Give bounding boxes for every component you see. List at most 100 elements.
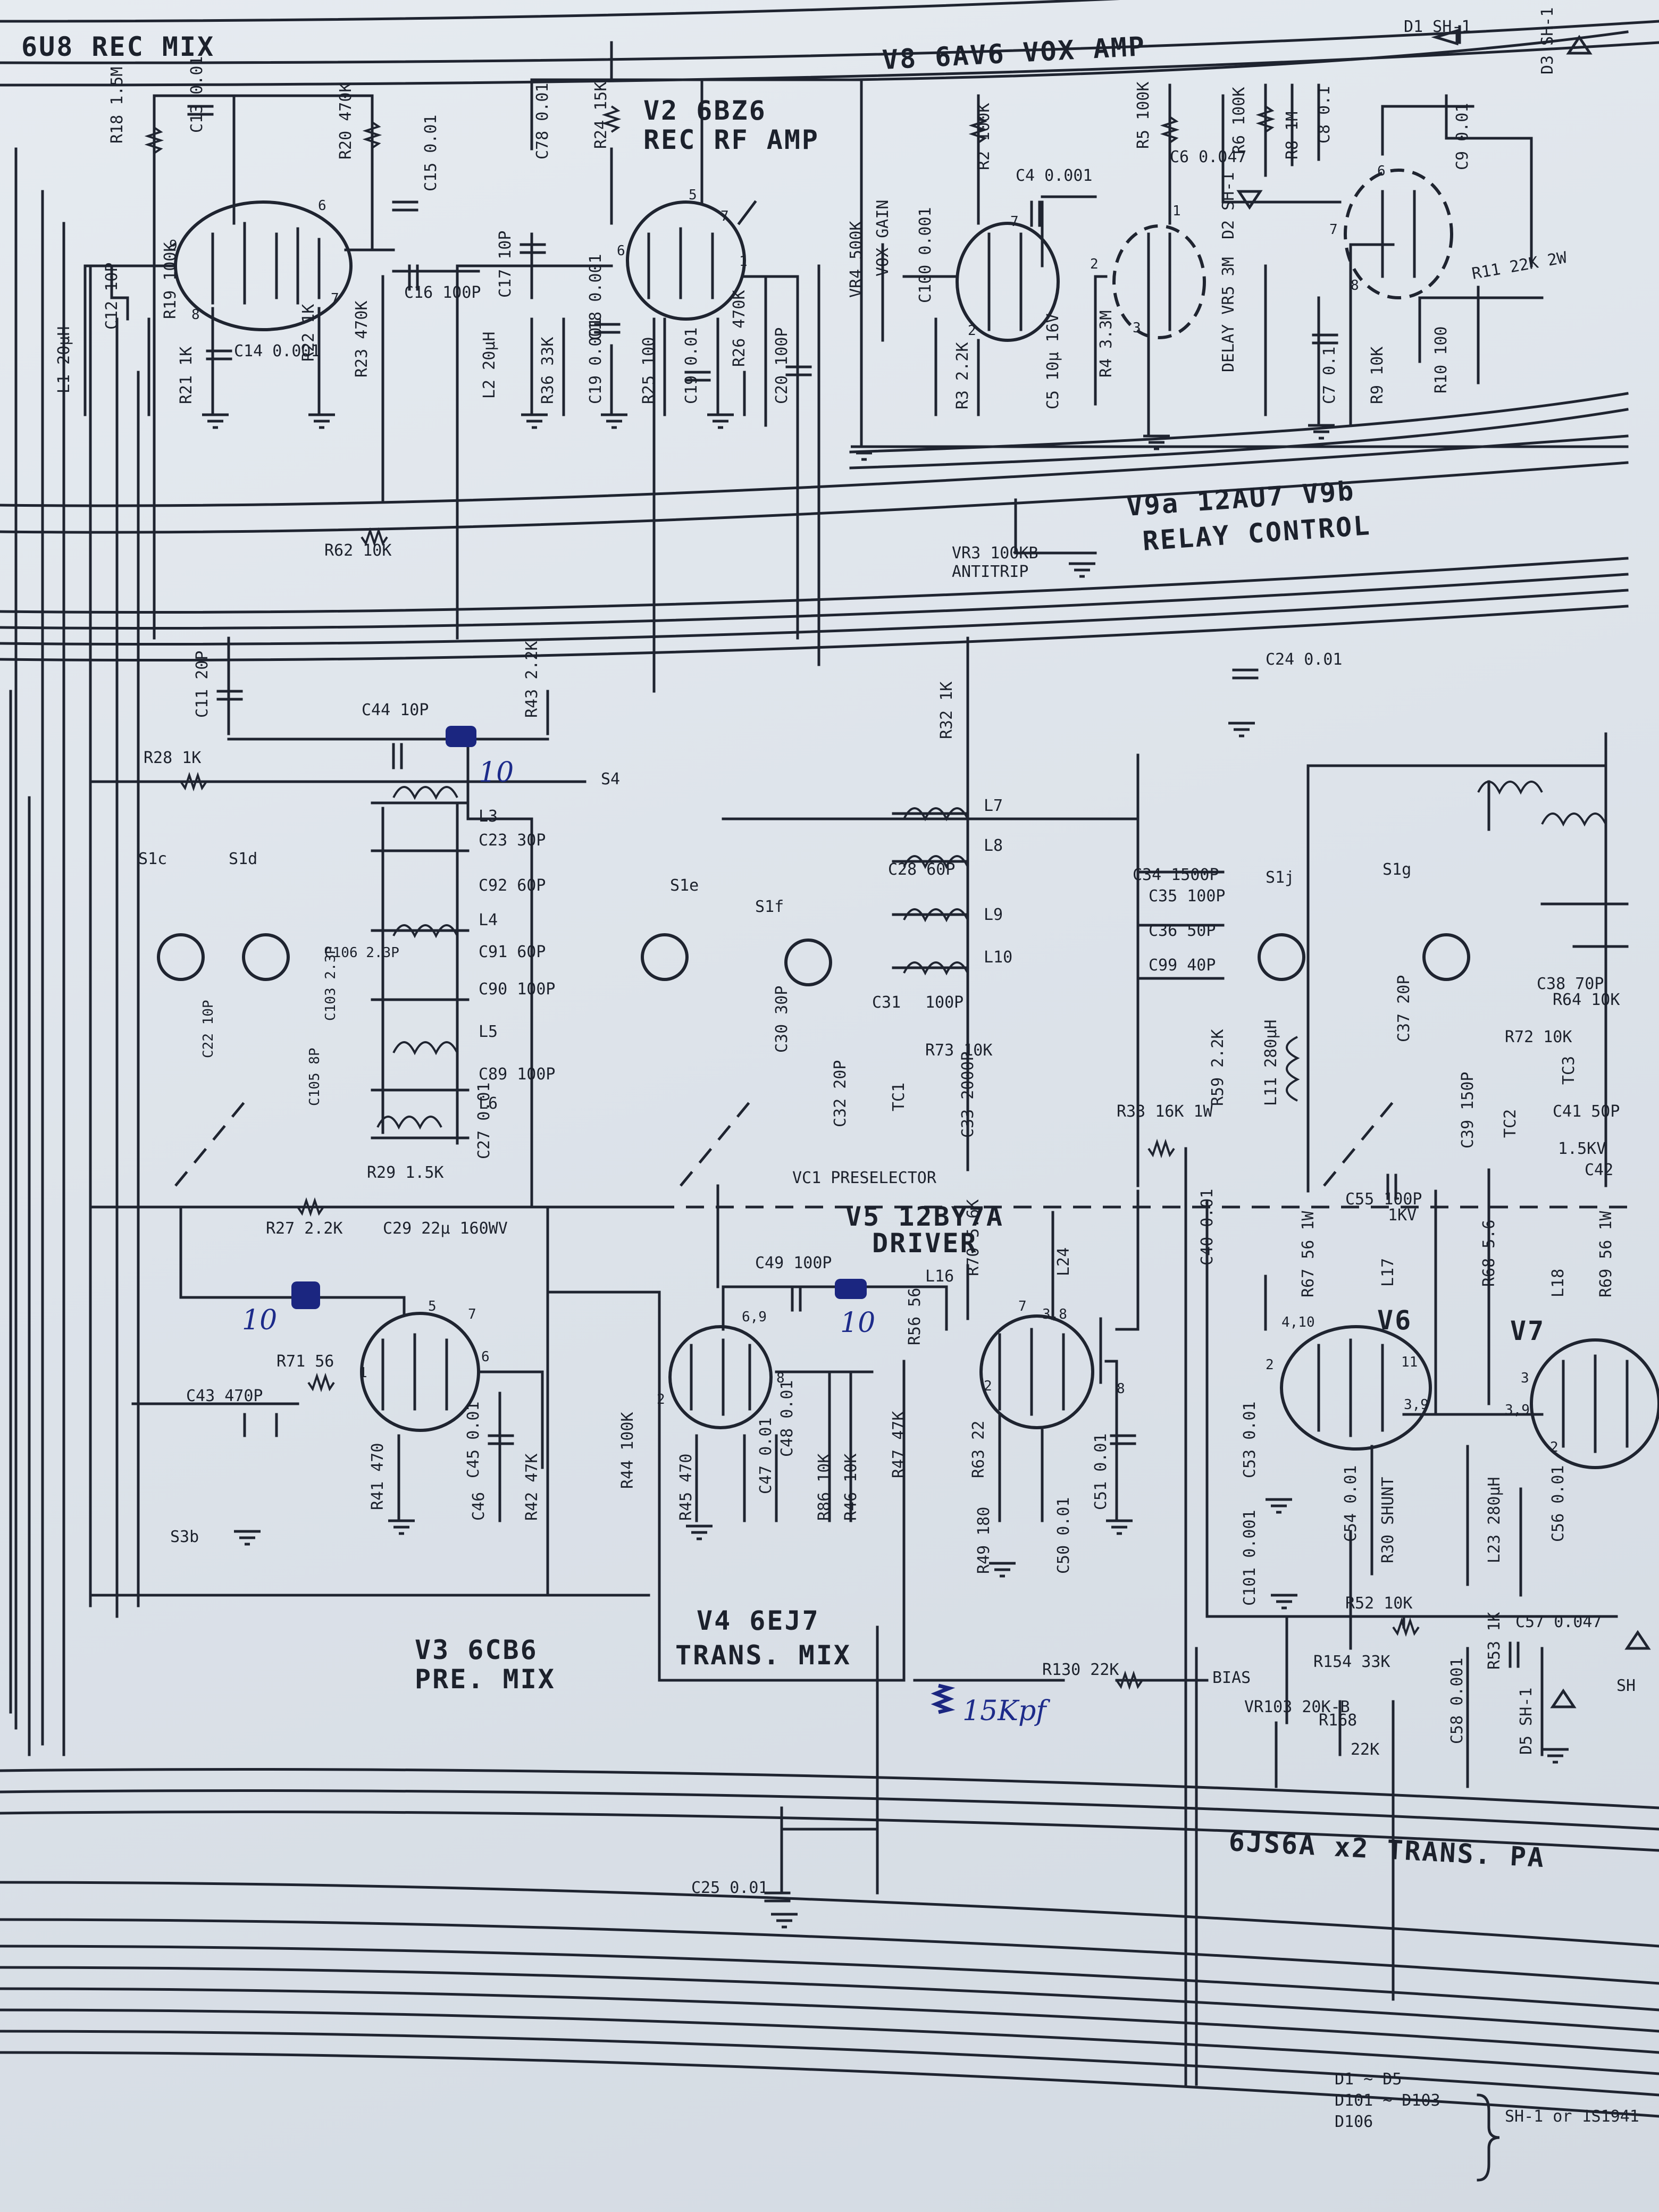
legend-brace-note: SH-1 or 1S1941: [1505, 2107, 1639, 2126]
label-l16: L16: [925, 1267, 954, 1286]
label-r36: R36 33K: [539, 337, 557, 404]
label-r21: R21 1K: [177, 347, 196, 404]
pin-v9b-7: 7: [1329, 222, 1338, 238]
label-c8: C8 0.1: [1315, 86, 1334, 144]
pin-v2-5: 5: [689, 187, 697, 203]
label-c41v: 1.5KV: [1558, 1139, 1606, 1158]
pin-v2-7: 7: [720, 208, 729, 224]
pin-v3-1: 1: [359, 1365, 367, 1381]
v3-tube-symbol: [360, 1312, 480, 1432]
pin-v1-8: 8: [191, 307, 200, 323]
label-v7: V7: [1510, 1316, 1545, 1346]
label-s1d: S1d: [229, 850, 257, 868]
pin-v8-2: 2: [968, 323, 976, 339]
label-l7: L7: [984, 797, 1003, 815]
label-trans-mix: TRANS. MIX: [675, 1640, 851, 1671]
label-l24: L24: [1054, 1247, 1073, 1276]
label-r8: R8 1M: [1283, 112, 1302, 160]
label-rec-mix: 6U8 REC MIX: [21, 31, 215, 62]
label-preselector: VC1 PRESELECTOR: [792, 1169, 937, 1187]
label-r20: R20 470K: [337, 83, 355, 160]
pin-v1-6: 6: [318, 198, 326, 214]
label-r71: R71 56: [276, 1352, 334, 1371]
label-r2: R2 100K: [975, 103, 993, 170]
label-c14: C14 0.001: [234, 342, 321, 361]
label-c36: C36 50P: [1149, 921, 1216, 940]
legend-line-3: D106: [1335, 2113, 1373, 2131]
label-r154: R154 33K: [1313, 1653, 1390, 1671]
pin-v4-2: 2: [657, 1392, 665, 1407]
label-c38: C38 70P: [1537, 975, 1604, 993]
pin-v6-2: 2: [1266, 1357, 1274, 1373]
label-s1j: S1j: [1266, 868, 1294, 887]
label-c22: C22 10P: [200, 1000, 216, 1058]
label-l10: L10: [984, 948, 1012, 967]
label-c99: C99 40P: [1149, 956, 1216, 975]
label-vox-amp: V8 6AV6 VOX AMP: [882, 31, 1147, 76]
label-c30: C30 30P: [773, 986, 791, 1053]
label-c55v: 1KV: [1388, 1206, 1417, 1225]
label-c4: C4 0.001: [1016, 166, 1093, 185]
label-tc1: TC1: [890, 1083, 908, 1111]
v8-tube-symbol: [956, 222, 1060, 342]
label-c50: C50 0.01: [1054, 1497, 1073, 1574]
label-c58: C58 0.001: [1448, 1657, 1467, 1744]
label-c18: C18 0.001: [586, 254, 605, 340]
label-c105: C105 8P: [307, 1048, 323, 1106]
label-v4-tube: V4 6EJ7: [697, 1605, 820, 1636]
label-l4: L4: [479, 911, 498, 929]
label-v5-tube: V5 12BY7A: [845, 1201, 1004, 1232]
handwritten-10-a: 10: [479, 757, 514, 789]
label-r45: R45 470: [677, 1454, 696, 1521]
label-s4: S4: [601, 770, 620, 789]
label-c90: C90 100P: [479, 980, 556, 999]
label-v6: V6: [1377, 1305, 1412, 1336]
pin-v7-39: 3,9: [1505, 1402, 1530, 1418]
label-c34: C34 1500P: [1133, 866, 1219, 884]
handwritten-10-b: 10: [242, 1304, 277, 1336]
top-bus-lines: [0, 0, 1659, 87]
handwritten-10-c: 10: [840, 1307, 875, 1339]
label-c41: C41 50P: [1553, 1102, 1620, 1121]
label-l6: L6: [479, 1094, 498, 1113]
label-r49: R49 180: [975, 1507, 993, 1574]
label-c40: C40 0.01: [1198, 1189, 1217, 1266]
handwritten-15kpf: 15Kpf: [962, 1695, 1050, 1727]
label-d2: D2 SH-1: [1219, 172, 1238, 239]
label-s1g: S1g: [1382, 860, 1411, 879]
label-bias: BIAS: [1212, 1669, 1251, 1687]
label-c39: C39 150P: [1459, 1072, 1477, 1149]
label-c11: C11 20P: [193, 651, 212, 718]
label-c42: C42: [1585, 1161, 1613, 1179]
pin-v5-2: 2: [984, 1378, 992, 1394]
label-c28: C28 60P: [888, 860, 955, 879]
label-r46: R46 10K: [842, 1454, 860, 1521]
label-c43: C43 470P: [186, 1387, 263, 1405]
v9a-tube-symbol: [1112, 224, 1206, 339]
label-c92: C92 60P: [479, 876, 546, 895]
label-tc2: TC2: [1501, 1109, 1520, 1138]
label-r26: R26 470K: [730, 290, 749, 367]
pin-v8-7: 7: [1010, 214, 1019, 230]
label-c49: C49 100P: [755, 1254, 832, 1272]
label-c55: C55 100P: [1345, 1190, 1422, 1209]
label-c15: C15 0.01: [422, 115, 440, 192]
label-r19: R19 100K: [161, 242, 180, 320]
label-r29: R29 1.5K: [367, 1163, 444, 1182]
label-c20: C20 100P: [773, 328, 791, 405]
label-r4: R4 3.3M: [1097, 311, 1116, 378]
pin-v5-38: 3,8: [1042, 1306, 1067, 1322]
label-r130: R130 22K: [1042, 1661, 1119, 1679]
v1-wiring: [83, 94, 613, 640]
label-r30: R30 SHUNT: [1379, 1477, 1397, 1563]
label-r53: R53 1K: [1485, 1612, 1504, 1670]
pin-v9b-8: 8: [1351, 278, 1359, 294]
label-l3: L3: [479, 807, 498, 826]
label-c46: C46: [470, 1492, 488, 1521]
label-c53: C53 0.01: [1241, 1402, 1259, 1479]
pin-v9b-6: 6: [1377, 163, 1386, 179]
label-c16: C16 100P: [404, 283, 481, 302]
